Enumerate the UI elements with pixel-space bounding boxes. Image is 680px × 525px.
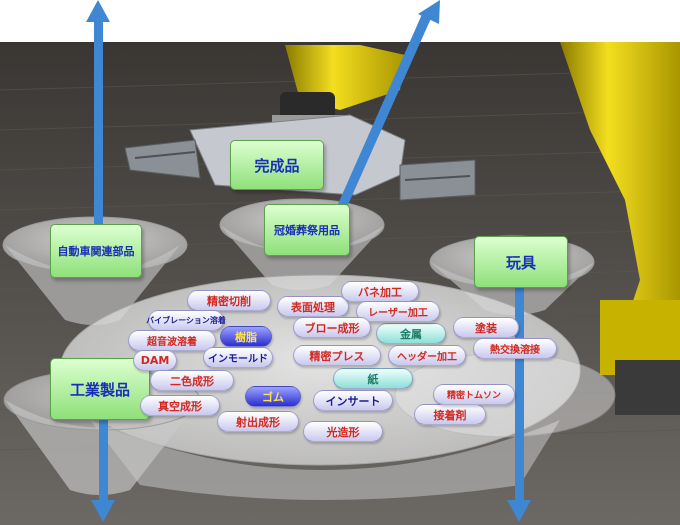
arrow-down-right [507, 285, 531, 522]
process-laser: レーザー加工 [356, 301, 440, 322]
label-finished-product: 完成品 [230, 140, 324, 190]
label-toys: 玩具 [474, 236, 568, 288]
process-in-mold: インモールド [203, 347, 273, 368]
label-toys-text: 玩具 [505, 253, 536, 272]
arrow-down-left [91, 410, 115, 522]
label-wedding: 冠婚葬祭用品 [264, 204, 350, 256]
process-heat-exchange-welding: 熱交換溶接 [473, 338, 557, 359]
process-injection-molding: 射出成形 [217, 411, 299, 432]
label-auto-parts-text: 自動車関連部品 [57, 245, 135, 258]
process-precision-cutting: 精密切削 [187, 290, 271, 311]
process-precision-press: 精密プレス [293, 345, 381, 366]
material-metal: 金属 [376, 323, 446, 344]
material-paper: 紙 [333, 368, 413, 389]
process-stereolithography: 光造形 [303, 421, 383, 442]
label-auto-parts: 自動車関連部品 [50, 224, 142, 278]
label-wedding-text: 冠婚葬祭用品 [274, 224, 340, 237]
material-rubber: ゴム [245, 386, 301, 407]
process-vacuum-forming: 真空成形 [140, 395, 220, 416]
process-header: ヘッダー加工 [388, 345, 466, 366]
arrow-up-left [86, 0, 110, 232]
material-resin: 樹脂 [220, 326, 272, 347]
label-industrial-text: 工業製品 [69, 380, 130, 399]
process-vibration-welding: バイブレーション溶着 [146, 310, 226, 331]
process-painting: 塗装 [453, 317, 519, 338]
process-blow-molding: ブロー成形 [293, 317, 371, 338]
process-surface-treatment: 表面処理 [277, 296, 349, 317]
process-spring: バネ加工 [341, 281, 419, 302]
process-dam: DAM [133, 350, 177, 371]
process-precision-thomson: 精密トムソン [433, 384, 515, 405]
label-finished-product-text: 完成品 [254, 156, 300, 175]
process-two-color-molding: 二色成形 [150, 370, 234, 391]
process-ultrasonic-welding: 超音波溶着 [128, 330, 216, 351]
process-insert: インサート [313, 390, 393, 411]
label-industrial: 工業製品 [50, 358, 150, 420]
arrow-up-center [334, 0, 440, 216]
material-adhesive: 接着剤 [414, 404, 486, 425]
